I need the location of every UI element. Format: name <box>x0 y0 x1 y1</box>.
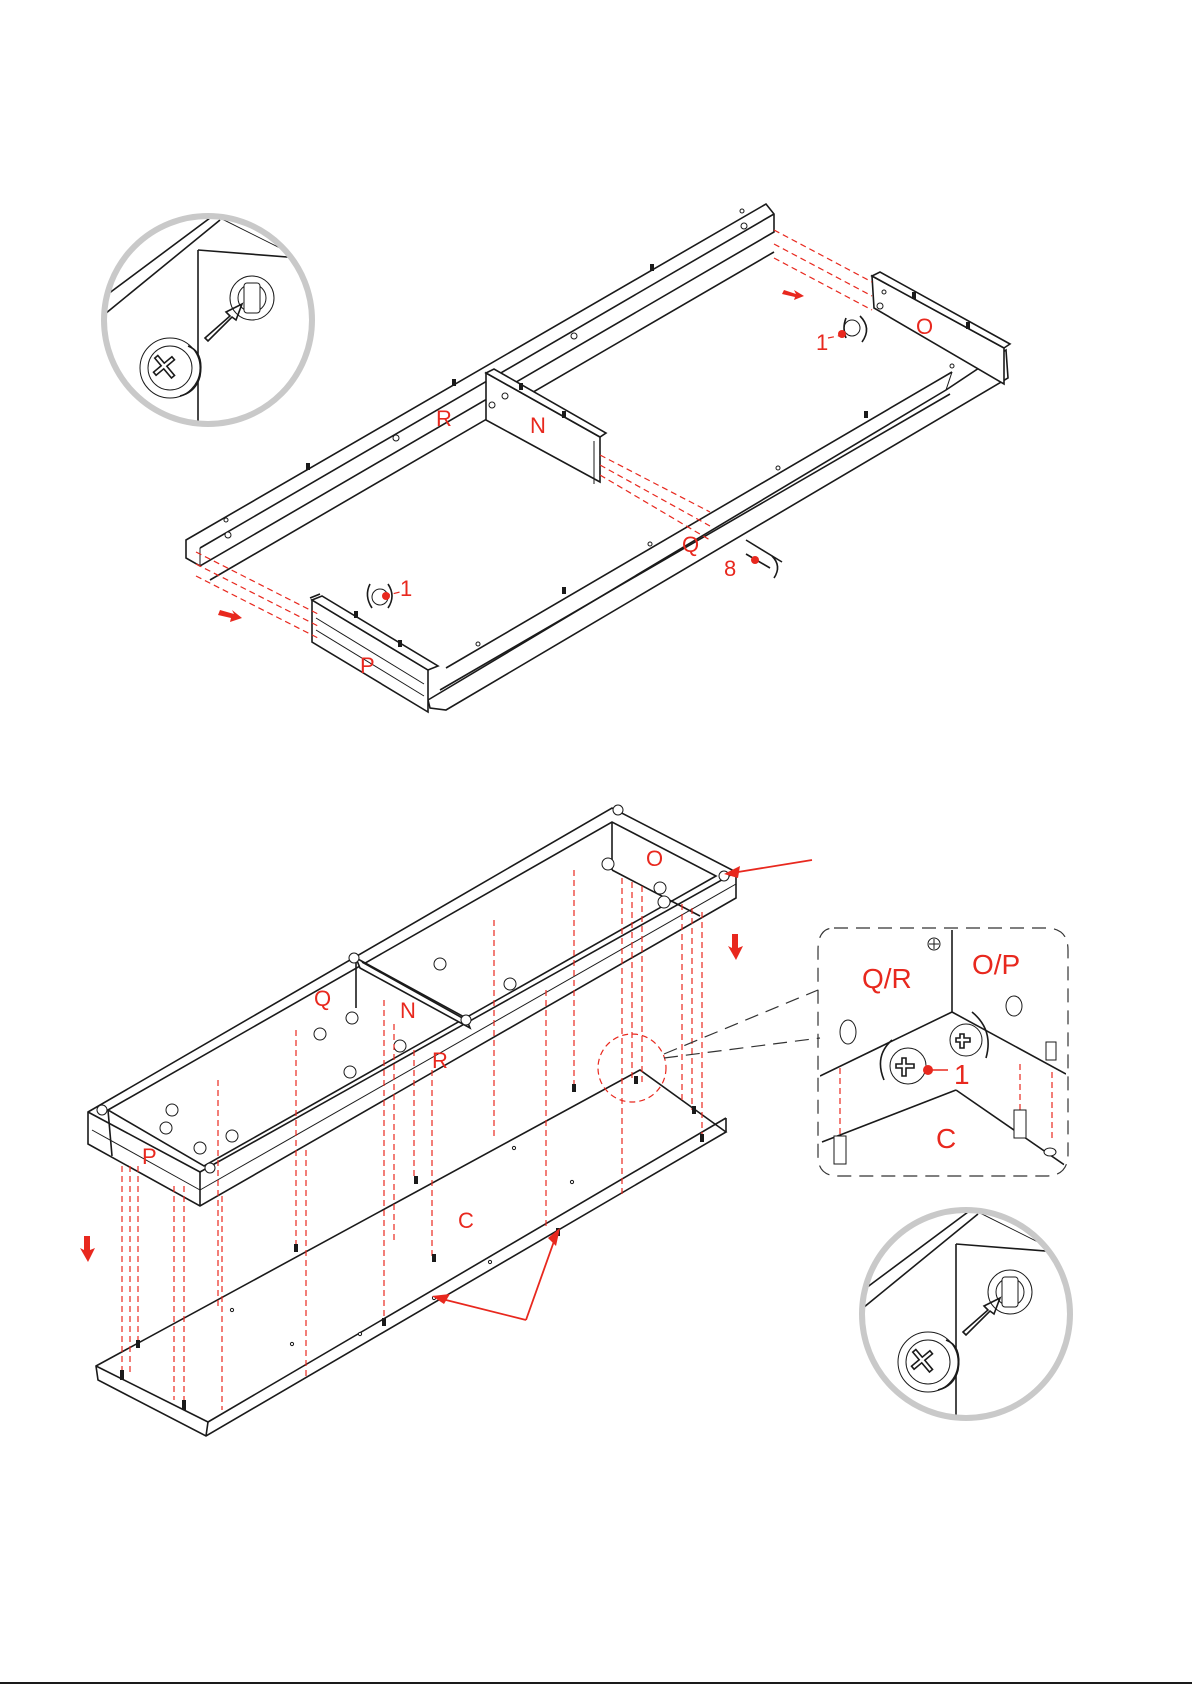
page-footer-rule <box>0 1682 1192 1684</box>
label-P: P <box>142 1144 157 1169</box>
screw-icon <box>746 540 782 578</box>
arrow-icon <box>782 290 804 300</box>
step-top: R N O Q P 1 1 8 <box>100 204 1010 712</box>
end-panel-O <box>872 272 1010 384</box>
detail-label-bottom: C <box>936 1123 956 1154</box>
label-R: R <box>436 406 452 431</box>
cam-lock-icon <box>828 316 867 342</box>
cam-lock-detail-icon <box>100 215 312 430</box>
detail-view: Q/R O/P C 1 <box>818 928 1068 1176</box>
detail-label-left: Q/R <box>862 963 912 994</box>
end-panel-P <box>312 596 438 712</box>
hardware-number: 1 <box>954 1059 970 1090</box>
hardware-number: 8 <box>724 556 736 581</box>
label-O: O <box>646 846 663 871</box>
label-O: O <box>916 314 933 339</box>
cam-lock-icon <box>367 584 400 608</box>
label-P: P <box>360 653 375 678</box>
label-N: N <box>530 413 546 438</box>
detail-label-right: O/P <box>972 949 1020 980</box>
cam-lock-detail-icon <box>858 1209 1070 1424</box>
arrow-icon <box>80 1236 95 1262</box>
label-R: R <box>432 1048 448 1073</box>
label-Q: Q <box>314 986 331 1011</box>
label-N: N <box>400 998 416 1023</box>
label-C: C <box>458 1208 474 1233</box>
step-bottom: O Q N R P C <box>80 805 1070 1436</box>
arrow-icon <box>218 610 242 622</box>
divider-panel-N <box>486 369 606 484</box>
arrow-icon <box>728 934 743 960</box>
hardware-number: 1 <box>816 330 828 355</box>
hardware-number: 1 <box>400 576 412 601</box>
label-Q: Q <box>682 532 699 557</box>
